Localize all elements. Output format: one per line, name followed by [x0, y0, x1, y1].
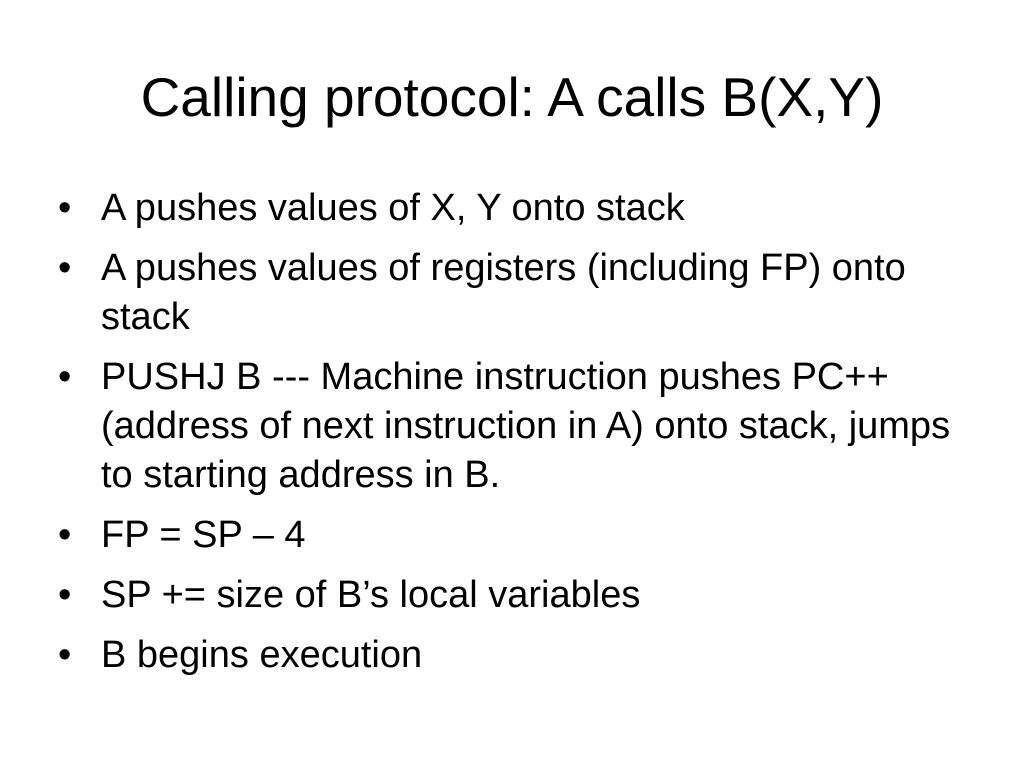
bullet-icon: •	[58, 356, 72, 398]
bullet-item: • A pushes values of X, Y onto stack	[58, 184, 978, 233]
bullet-icon: •	[58, 574, 72, 616]
bullet-text: A pushes values of X, Y onto stack	[101, 187, 685, 229]
bullet-text: SP += size of B’s local variables	[101, 574, 641, 616]
bullet-list: • A pushes values of X, Y onto stack • A…	[58, 184, 978, 691]
bullet-icon: •	[58, 247, 72, 289]
bullet-icon: •	[58, 514, 72, 556]
bullet-item: • A pushes values of registers (includin…	[58, 244, 978, 342]
bullet-item: • PUSHJ B --- Machine instruction pushes…	[58, 353, 978, 500]
bullet-text: PUSHJ B --- Machine instruction pushes P…	[101, 356, 951, 496]
bullet-icon: •	[58, 187, 72, 229]
bullet-text: B begins execution	[101, 634, 423, 676]
bullet-item: • FP = SP – 4	[58, 511, 978, 560]
bullet-item: • B begins execution	[58, 631, 978, 680]
slide-title: Calling protocol: A calls B(X,Y)	[140, 66, 884, 128]
bullet-text: FP = SP – 4	[101, 514, 306, 556]
bullet-item: • SP += size of B’s local variables	[58, 571, 978, 620]
bullet-icon: •	[58, 634, 72, 676]
bullet-text: A pushes values of registers (including …	[101, 247, 906, 338]
